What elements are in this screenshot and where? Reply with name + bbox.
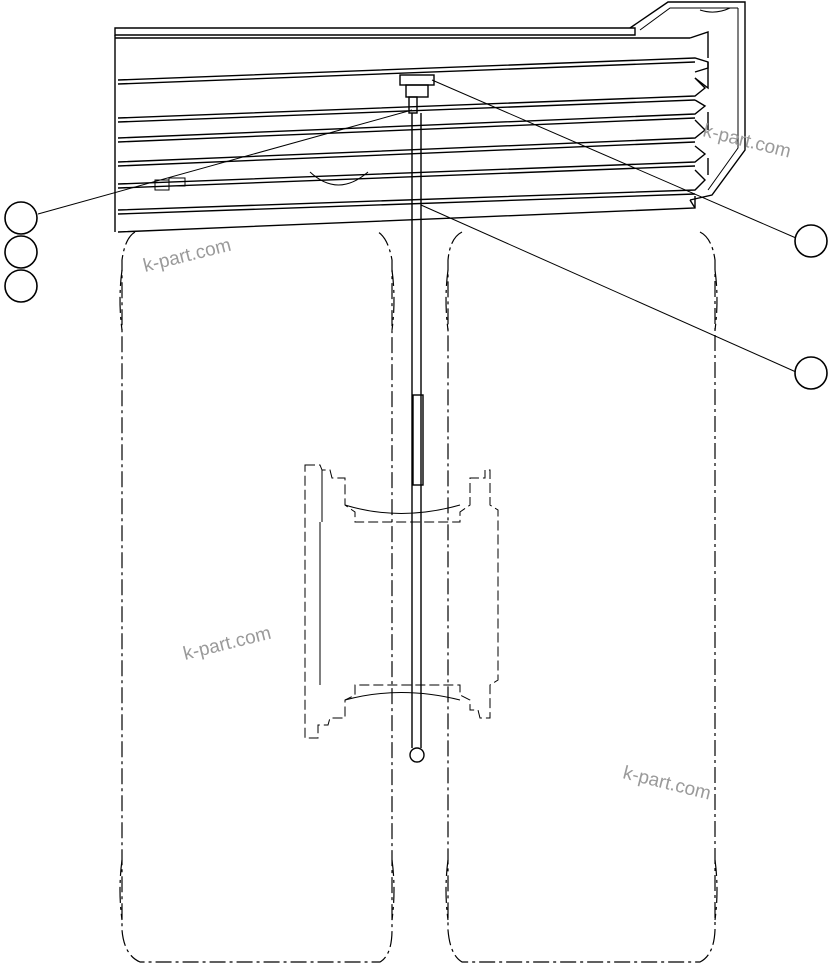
callout-2 bbox=[4, 235, 38, 269]
callout-4 bbox=[794, 224, 828, 258]
left-tire bbox=[119, 231, 395, 963]
callout-3 bbox=[4, 269, 38, 303]
wheel-rim bbox=[304, 464, 499, 739]
watermark-1: k-part.com bbox=[141, 235, 233, 277]
watermark-4: k-part.com bbox=[621, 762, 713, 804]
watermark-3: k-part.com bbox=[181, 623, 273, 665]
callout-5 bbox=[794, 356, 828, 390]
right-tire bbox=[445, 231, 718, 963]
frame-assembly bbox=[114, 1, 746, 233]
leader-lines bbox=[37, 79, 797, 373]
watermark-2: k-part.com bbox=[701, 120, 793, 162]
gauge-rod bbox=[399, 74, 435, 763]
callout-1 bbox=[4, 201, 38, 235]
